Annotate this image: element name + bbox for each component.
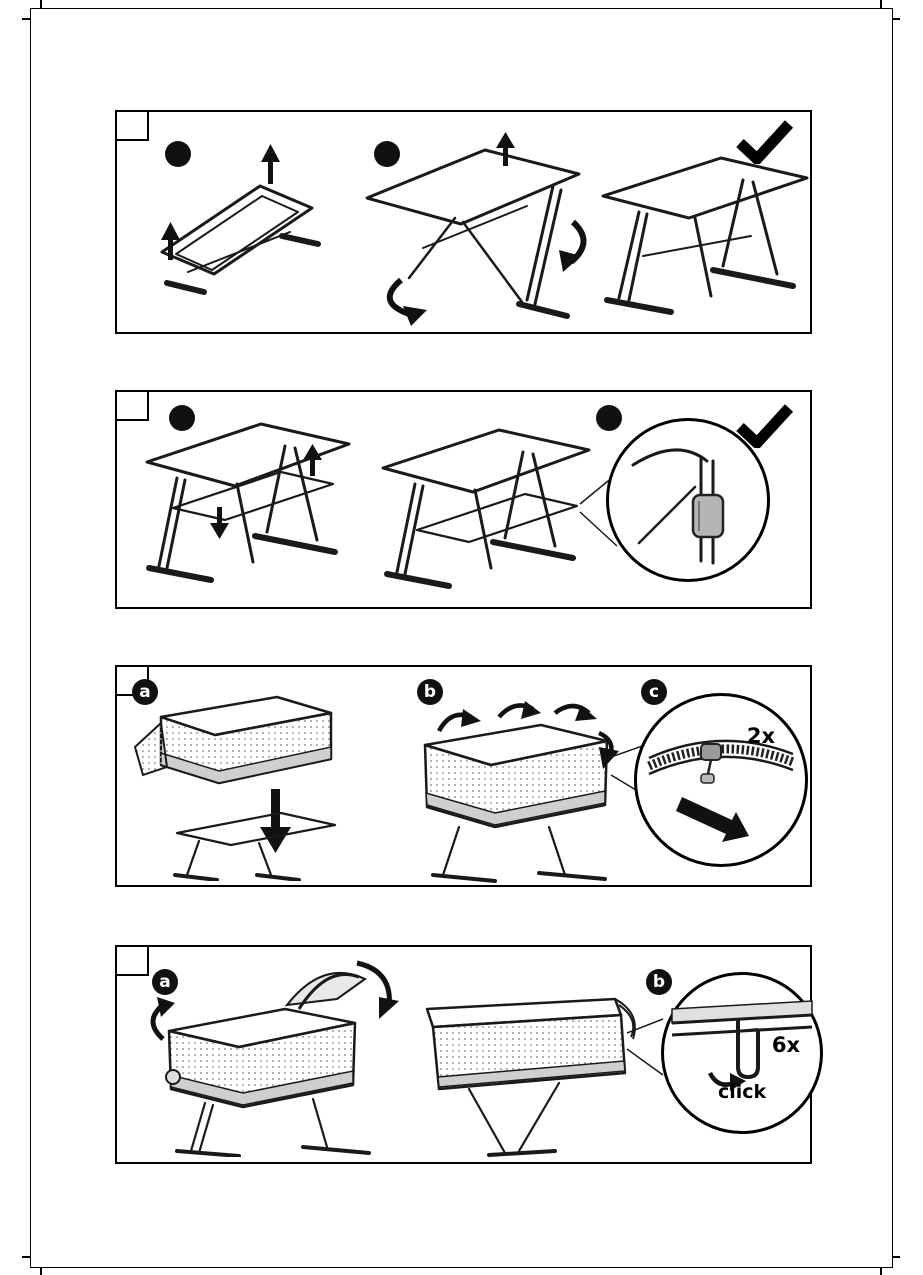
checkmark-icon (736, 120, 794, 164)
crop-mark (892, 1256, 900, 1258)
step-badge-b: b (417, 679, 443, 705)
zip-count-label: 2x (746, 724, 775, 748)
zoom-leader-lines (626, 1018, 664, 1076)
canopy-fabric (284, 971, 367, 1007)
frame-support-high-illustration (145, 422, 351, 583)
frame-folded-illustration (160, 144, 321, 295)
canopy-rod (297, 972, 360, 1010)
fastener-clip-zoom-detail: 6x click (661, 972, 823, 1134)
step-marker-dot (596, 405, 622, 431)
arrow-up-icon (496, 132, 515, 166)
bassinet-mounted-illustration (423, 701, 652, 883)
arrow-down-icon (260, 789, 291, 853)
crop-mark (22, 1256, 30, 1258)
step-badge-a: a (152, 969, 178, 995)
crop-mark (40, 1267, 42, 1275)
step-marker-dot (165, 141, 191, 167)
corner-knob (165, 1069, 181, 1085)
checkmark-icon (736, 404, 794, 448)
crop-mark (880, 1267, 882, 1275)
direction-arrow-icon (676, 797, 749, 842)
open-zip-flap (133, 720, 169, 777)
step-badge-b: b (646, 969, 672, 995)
step-badge-a: a (132, 679, 158, 705)
canopy-folded-back (614, 998, 636, 1040)
canopy-fold-illustration (150, 960, 399, 1157)
zipper-slider (700, 743, 722, 761)
frame-half-open-illustration (365, 132, 587, 326)
panel-2-corner-tab (115, 390, 149, 421)
crop-mark (880, 0, 882, 8)
frame-support-set-illustration (381, 428, 620, 589)
panel-step-1 (115, 110, 812, 334)
zipper-zoom-detail: 2x (634, 693, 808, 867)
bassinet-place-illustration (133, 695, 337, 881)
panel-step-3: a b c (115, 665, 812, 887)
canopy-folded-illustration (425, 997, 664, 1157)
clip-count-label: 6x (771, 1033, 800, 1057)
fastener-clip-illustration (671, 1000, 813, 1091)
curved-arrow-icon (437, 701, 619, 769)
leg-clip-illustration (631, 448, 725, 565)
click-caption: click (718, 1081, 767, 1103)
curved-arrow-icon (707, 1071, 746, 1091)
sheet-border (30, 8, 893, 1268)
zipper-pull (700, 773, 715, 784)
crop-mark (892, 18, 900, 20)
zipper-teeth (647, 744, 795, 771)
panel-step-2 (115, 390, 812, 609)
step-marker-dot (374, 141, 400, 167)
arrow-down-icon (210, 507, 229, 539)
fastener-clip (736, 1019, 760, 1080)
arrow-up-icon (161, 144, 280, 260)
crop-mark (40, 0, 42, 8)
arrow-up-icon (303, 444, 322, 476)
crop-mark (22, 18, 30, 20)
leg-clip-zoom-detail (606, 418, 770, 582)
zipper-illustration (647, 739, 795, 842)
panel-step-4: a b (115, 945, 823, 1164)
curved-arrow-icon (386, 219, 587, 326)
step-marker-dot (169, 405, 195, 431)
curved-arrow-icon (150, 960, 399, 1041)
panel-1-corner-tab (115, 110, 149, 141)
panel-4-corner-tab (115, 945, 149, 976)
step-badge-c: c (641, 679, 667, 705)
frame-open-illustration (601, 156, 809, 315)
frame-clip (691, 493, 725, 539)
